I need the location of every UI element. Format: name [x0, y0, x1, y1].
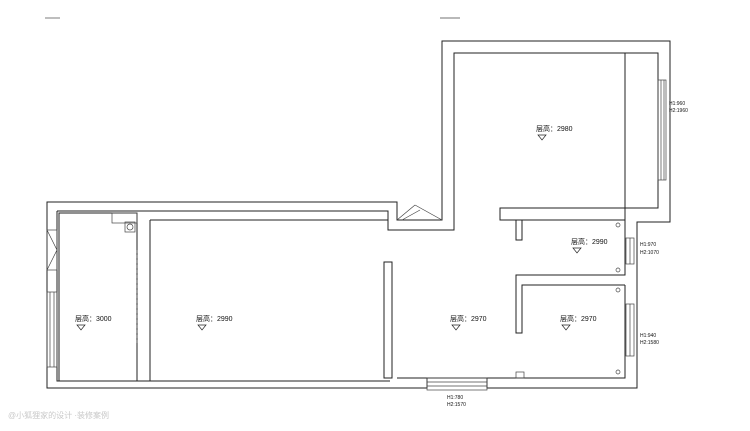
window-h1-bath: H1:970	[640, 242, 656, 248]
left-room-walls	[58, 212, 151, 382]
entry-door	[396, 204, 443, 221]
window-h2-top-right: H2:1960	[669, 108, 688, 114]
exterior-walls	[46, 40, 671, 389]
svg-text:层高：2970: 层高：2970	[560, 314, 597, 323]
left-window	[46, 229, 58, 368]
window-h2-bottom: H2:1570	[447, 402, 466, 408]
svg-text:层高：2980: 层高：2980	[536, 124, 573, 133]
bottom-window	[426, 377, 488, 391]
room-label-hall: 层高：2970	[450, 314, 487, 331]
svg-text:层高：2990: 层高：2990	[196, 314, 233, 323]
svg-text:层高：2990: 层高：2990	[571, 237, 608, 246]
bath-room-walls	[515, 220, 635, 334]
top-right-room-walls	[499, 53, 667, 241]
watermark: @小狐狸家的设计 ·装修案例	[8, 410, 109, 420]
svg-text:层高：3000: 层高：3000	[75, 314, 112, 323]
room-label-bath: 层高：2990	[571, 237, 608, 254]
room-label-bedroom: 层高：2970	[560, 314, 597, 331]
window-h2-bath: H2:1070	[640, 250, 659, 256]
window-h2-bedroom: H2:1580	[640, 340, 659, 346]
room-label-top-right: 层高：2980	[536, 124, 573, 141]
room-label-left: 层高：3000	[75, 314, 112, 331]
window-h1-bottom: H1:780	[447, 395, 463, 401]
room-label-living: 层高：2990	[196, 314, 233, 331]
window-h1-bedroom: H1:940	[640, 333, 656, 339]
window-h1-top-right: H1:960	[669, 101, 685, 107]
bedroom-walls	[515, 287, 635, 379]
svg-text:层高：2970: 层高：2970	[450, 314, 487, 323]
living-room-walls	[149, 219, 393, 381]
